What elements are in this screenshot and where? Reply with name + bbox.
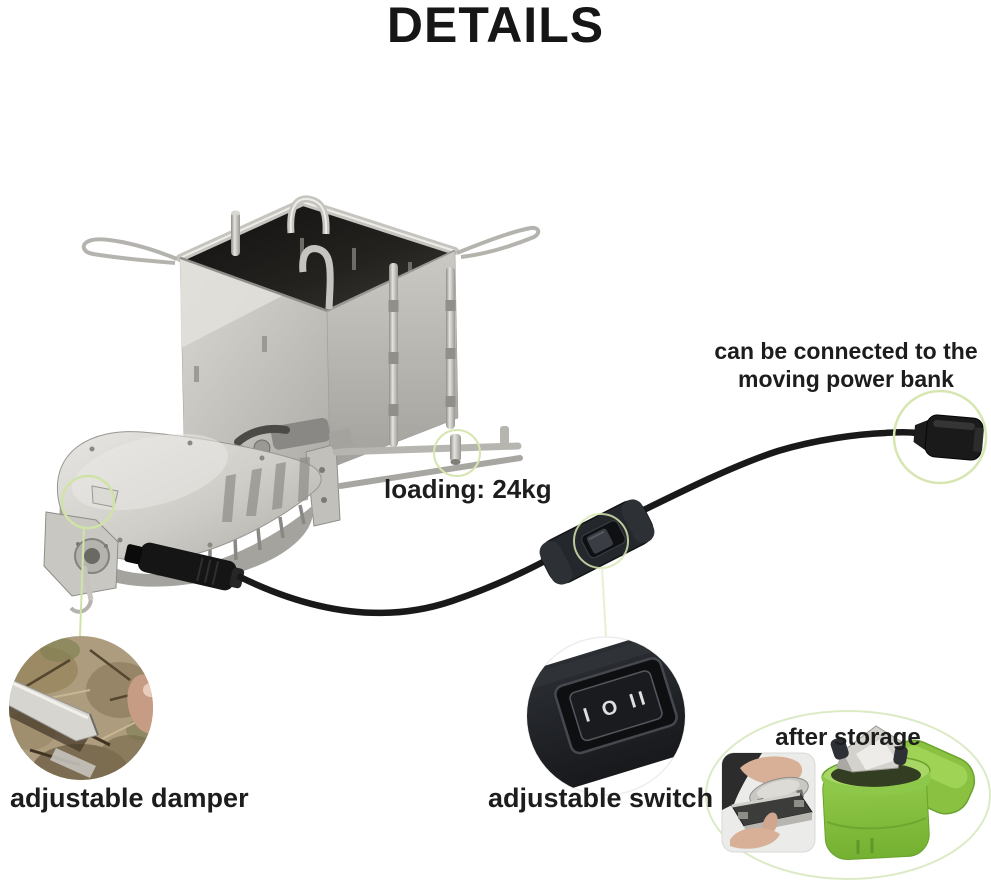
damper-rod — [81, 565, 94, 601]
damper-highlight-circle — [60, 474, 116, 530]
panel-fold-highlight — [180, 259, 282, 348]
usb-connector — [913, 414, 984, 461]
callout-switch: adjustable switch — [488, 783, 714, 813]
callout-storage: after storage — [775, 724, 921, 751]
interior-slot — [300, 238, 304, 264]
packed-stove — [830, 725, 908, 773]
annotation-marks — [60, 389, 991, 880]
page-title: DETAILS — [386, 0, 605, 53]
case-front-lip — [821, 771, 931, 796]
damper-lever-closeup — [9, 677, 99, 742]
callout-power-bank: can be connected to the moving power ban… — [700, 337, 991, 393]
base-frame — [236, 426, 523, 527]
rocker-closeup — [569, 670, 663, 742]
callout-damper: adjustable damper — [10, 783, 249, 813]
panel-slot — [194, 366, 199, 382]
wood-stove-illustration — [81, 195, 541, 527]
blower-vent-slots — [222, 457, 310, 522]
panel-slot — [262, 336, 267, 352]
power-plug — [124, 542, 245, 591]
bracket-screw — [76, 542, 80, 546]
fingertip — [127, 674, 153, 734]
switch-callout-line — [601, 567, 607, 638]
stove-foot — [450, 434, 461, 462]
damper-inset-photo — [9, 636, 153, 780]
callout-power-bank-line2: moving power bank — [738, 366, 954, 392]
foot-highlight-circle — [433, 429, 481, 477]
switch-rocker — [586, 528, 613, 554]
switch-highlight-circle — [573, 513, 629, 569]
switch-inset-photo: I O II — [527, 637, 685, 795]
hinge-tubes — [388, 263, 456, 447]
right-handle-wire — [456, 225, 541, 259]
callout-power-bank-line1: can be connected to the — [714, 338, 978, 364]
interior-slot — [352, 248, 356, 270]
hub-center — [84, 548, 100, 564]
damper-callout-line — [79, 526, 85, 637]
face-screws — [89, 440, 265, 548]
storage-hands-photo — [721, 752, 816, 853]
bracket-screw — [104, 544, 108, 548]
left-handle-wire — [81, 237, 178, 265]
lower-hand — [730, 827, 780, 849]
top-rim-frame — [176, 195, 459, 313]
post-cap — [231, 210, 240, 216]
damper-hook — [69, 599, 93, 614]
blower-underbody — [59, 505, 313, 587]
storage-case-photo — [821, 725, 976, 861]
inline-switch — [539, 499, 655, 585]
connector-highlight-circle — [892, 389, 988, 485]
callout-loading: loading: 24kg — [384, 474, 552, 504]
storage-ellipse — [705, 710, 991, 880]
corner-post — [231, 212, 240, 256]
